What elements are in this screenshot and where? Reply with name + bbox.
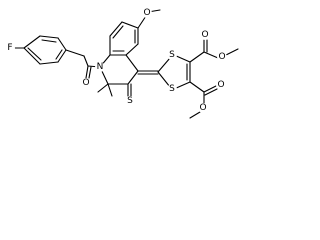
upper-ester [189,39,239,63]
fluorine-label: F [7,43,12,53]
methoxy-oxygen-label: O [143,8,150,18]
atom-labels: F N O O S S S O O O O [5,8,227,113]
fluorophenyl-ring [23,35,67,65]
gem-dimethyl [97,83,113,97]
thione-group [127,83,132,97]
ring-sulfur-lower-label: S [169,84,175,94]
acyl-linker [65,49,101,79]
ester-upper-ether-oxygen-label: O [218,52,225,62]
ring-sulfur-upper-label: S [169,50,175,60]
thione-sulfur-label: S [127,96,133,106]
molecule-structure-diagram: F N O O S S S O O O O [5,8,239,119]
ester-lower-ether-oxygen-label: O [199,103,206,113]
nitrogen-label: N [97,62,104,72]
ester-upper-carbonyl-oxygen-label: O [201,30,208,40]
quinoline-core [99,21,139,85]
exocyclic-double-bond [137,70,159,75]
amide-oxygen-label: O [82,78,89,88]
lower-ester [189,81,218,119]
ester-lower-carbonyl-oxygen-label: O [217,80,224,90]
